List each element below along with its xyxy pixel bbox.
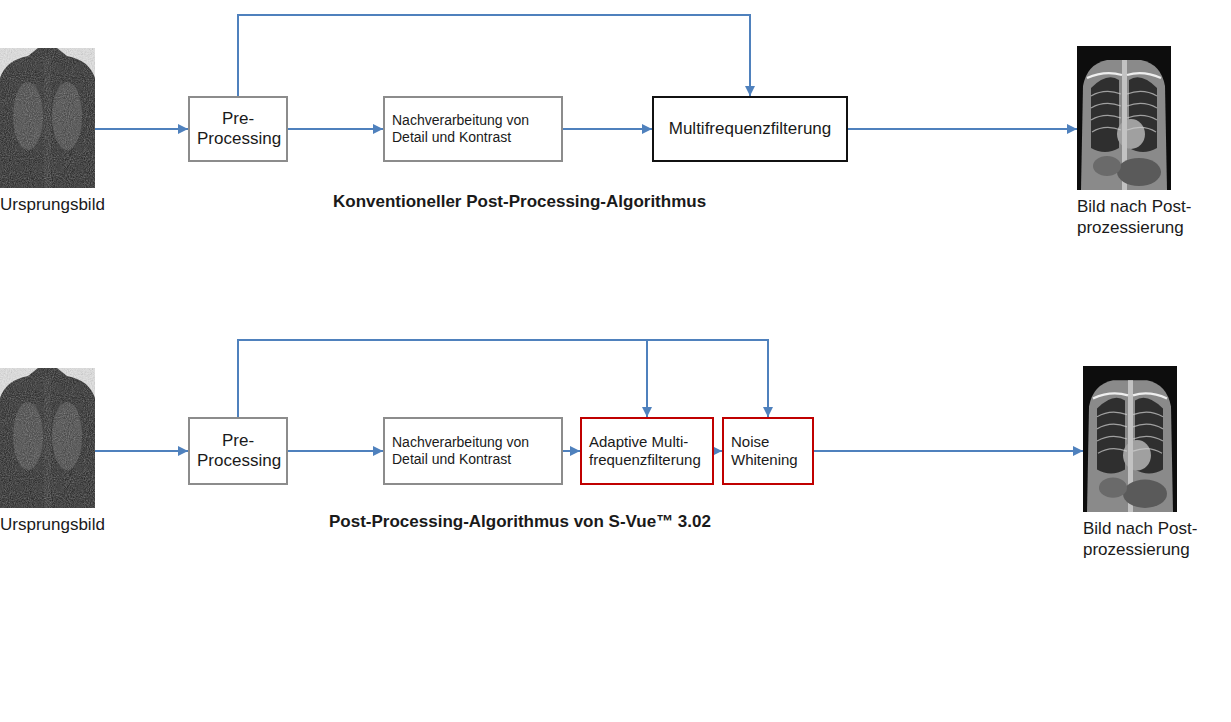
process-box: Pre- Processing [188, 417, 288, 485]
flow-arrow [563, 450, 580, 452]
image-node: Ursprungsbild [0, 368, 95, 508]
box-text: Multifrequenzfilterung [661, 119, 839, 139]
box-text: Pre- Processing [197, 431, 279, 472]
flow-arrow [563, 128, 652, 130]
image-caption: Bild nach Post- prozessierung [1077, 196, 1207, 239]
flow-arrow [288, 450, 383, 452]
box-text: Pre- Processing [197, 109, 279, 150]
flow-arrow [714, 450, 722, 452]
process-box: Multifrequenzfilterung [652, 96, 848, 162]
flow-arrow [848, 128, 1077, 130]
box-text: Nachverarbeitung von Detail und Kontrast [392, 434, 554, 468]
image-node: Bild nach Post- prozessierung [1077, 46, 1171, 190]
flow-arrow [238, 15, 750, 96]
flow-arrow [288, 128, 383, 130]
process-box: Adaptive Multi- frequenzfilterung [580, 417, 714, 485]
process-box: Pre- Processing [188, 96, 288, 162]
image-caption: Ursprungsbild [0, 514, 140, 535]
flow-arrow [814, 450, 1083, 452]
box-text: Adaptive Multi- frequenzfilterung [589, 433, 705, 469]
image-node: Bild nach Post- prozessierung [1083, 366, 1177, 512]
flow-arrow [95, 128, 188, 130]
box-text: Nachverarbeitung von Detail und Kontrast [392, 112, 554, 146]
raw-xray-image [0, 48, 95, 188]
algorithm-title: Konventioneller Post-Processing-Algorith… [333, 192, 706, 212]
box-text: Noise Whitening [731, 433, 805, 469]
image-caption: Bild nach Post- prozessierung [1083, 518, 1213, 561]
process-box: Nachverarbeitung von Detail und Kontrast [383, 417, 563, 485]
flow-arrow [238, 340, 768, 417]
flow-arrow [95, 450, 188, 452]
processed-xray-image [1077, 46, 1171, 190]
process-box: Noise Whitening [722, 417, 814, 485]
flow-arrow [238, 340, 647, 417]
image-caption: Ursprungsbild [0, 194, 140, 215]
algorithm-title: Post-Processing-Algorithmus von S-Vue™ 3… [329, 512, 711, 532]
image-node: Ursprungsbild [0, 48, 95, 188]
process-box: Nachverarbeitung von Detail und Kontrast [383, 96, 563, 162]
processed-xray-image [1083, 366, 1177, 512]
raw-xray-image [0, 368, 95, 508]
